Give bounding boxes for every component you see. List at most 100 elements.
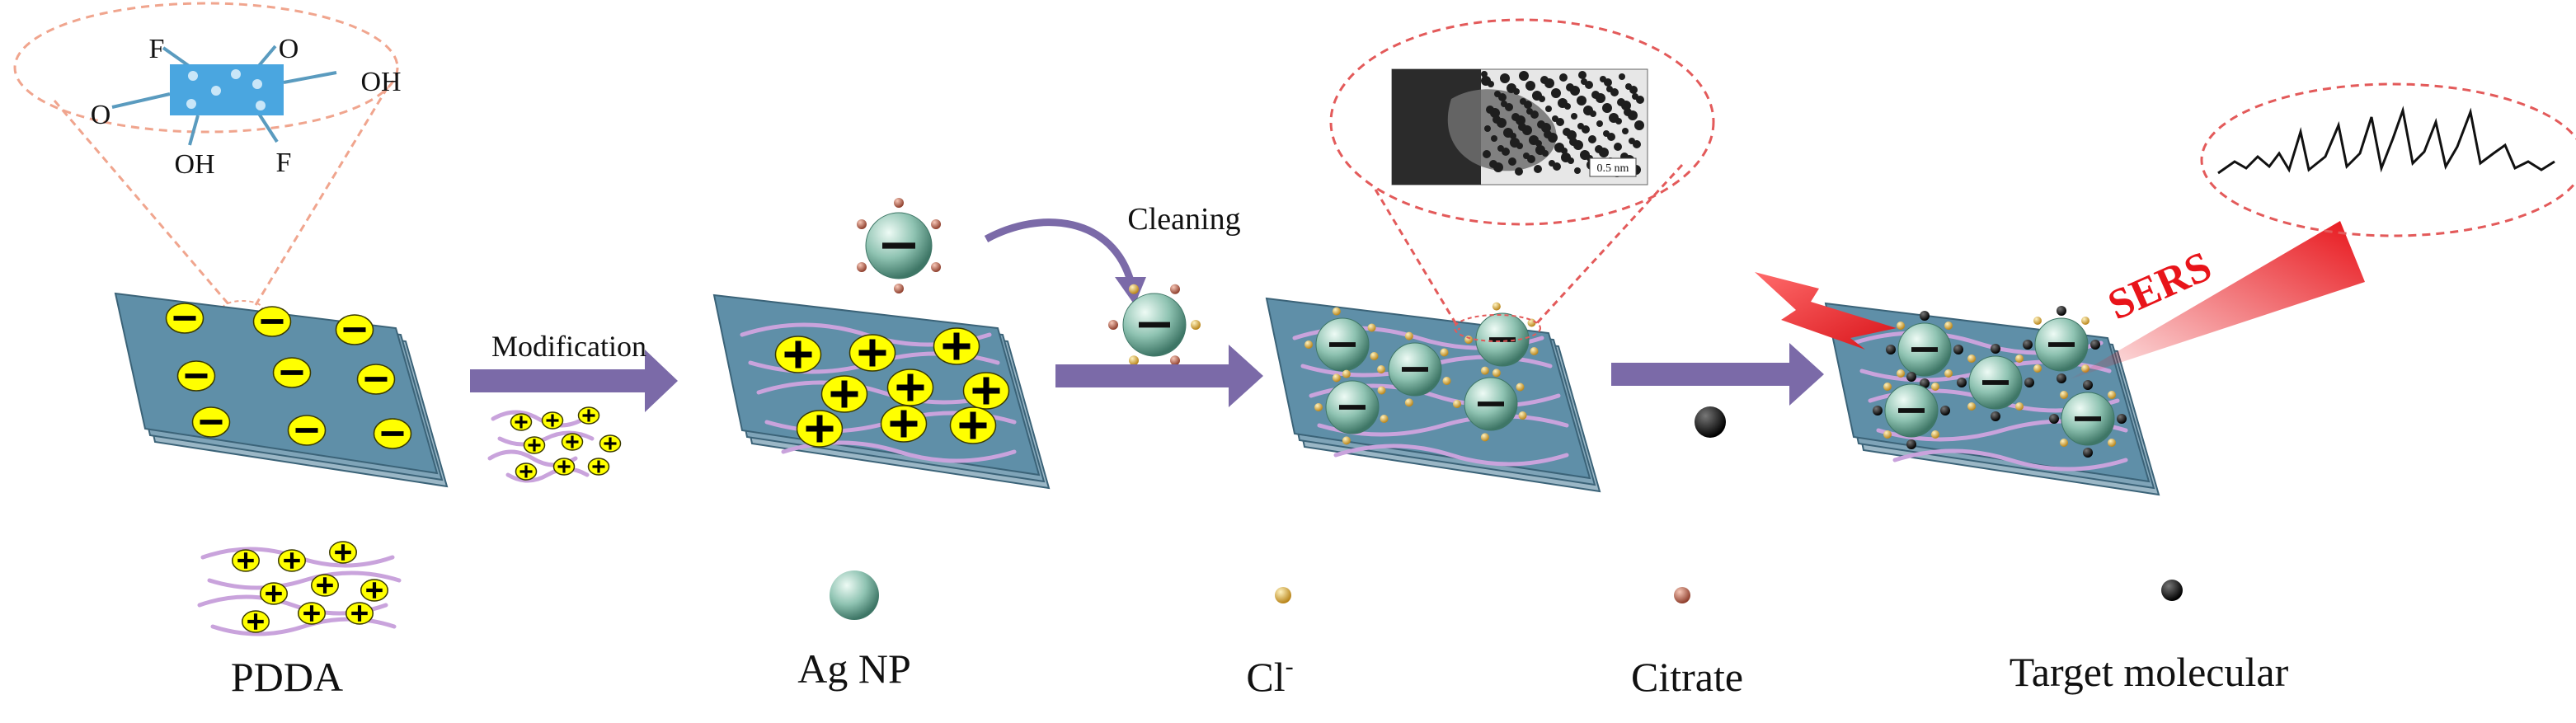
pdda-chain <box>505 467 590 483</box>
tem-particle <box>1518 123 1526 131</box>
negative-charge <box>287 415 327 446</box>
tem-particle <box>1622 128 1629 134</box>
positive-charge <box>820 375 868 413</box>
tem-particle <box>1591 91 1600 99</box>
tem-particle <box>1515 167 1523 176</box>
agnp-citrate <box>856 198 942 293</box>
tem-particle <box>1632 93 1638 100</box>
legend-target-label: Target molecular <box>2010 649 2289 695</box>
tem-scale-label: 0.5 nm <box>1597 162 1629 175</box>
tem-particle <box>1551 88 1561 98</box>
target-molecule-incoming <box>1695 406 1726 438</box>
tem-particle <box>1619 73 1625 80</box>
arrow-modification: Modification <box>470 330 678 483</box>
sheet-pdda <box>712 293 1051 490</box>
tem-particle <box>1606 86 1613 92</box>
tem-particle <box>1529 135 1539 145</box>
tem-particle <box>1552 115 1558 122</box>
tem-particle <box>1634 120 1644 130</box>
legend-pdda-label: PDDA <box>231 654 343 700</box>
label-oh-right: OH <box>360 67 401 97</box>
tem-particle <box>1507 83 1516 93</box>
tem-particle <box>1625 83 1632 90</box>
positive-charge <box>886 369 934 406</box>
label-o-top: O <box>279 34 299 64</box>
tem-particle <box>1577 96 1586 106</box>
tem-particle <box>1537 120 1545 129</box>
legend-cl-icon <box>1275 587 1291 603</box>
agnp-assembled <box>1453 366 1527 442</box>
negative-charge <box>272 357 312 388</box>
tem-particle <box>1574 167 1581 174</box>
positive-charge <box>599 434 622 453</box>
arrow-2-icon <box>1055 345 1263 407</box>
tem-particle <box>1580 150 1590 160</box>
legend-agnp-icon <box>830 570 879 620</box>
callout-line-right <box>254 87 389 306</box>
positive-charge <box>510 413 533 431</box>
tem-particle <box>1561 153 1571 162</box>
spectrum-callout <box>2200 82 2576 237</box>
sheet-agnp <box>1265 297 1601 493</box>
sheet-mxene <box>114 292 449 488</box>
positive-charge <box>346 602 374 625</box>
positive-charge <box>774 336 822 373</box>
negative-charge <box>373 418 412 449</box>
agnp-assembled <box>1314 369 1389 445</box>
tem-particle <box>1566 83 1574 92</box>
legend-agnp-label: Ag NP <box>797 646 911 692</box>
tem-particle <box>1497 145 1504 152</box>
legend-citrate-icon <box>1674 587 1690 603</box>
tem-particle <box>1534 165 1542 173</box>
tem-particle <box>1491 135 1497 142</box>
negative-charge <box>165 303 204 334</box>
legend-cl-label: Cl- <box>1246 653 1293 700</box>
positive-charge <box>298 602 326 625</box>
agnp-chloride <box>1108 284 1201 366</box>
spectrum-ellipse <box>2200 82 2576 237</box>
tem-image: 0.5 nm <box>1391 68 1648 185</box>
legend-target-icon <box>2161 580 2183 601</box>
tem-particle <box>1595 145 1603 153</box>
tem-particle <box>1617 98 1625 106</box>
tem-callout-ellipse <box>1329 18 1715 226</box>
positive-charge <box>962 372 1010 410</box>
tem-particle <box>1510 138 1520 148</box>
tem-particle <box>1545 106 1552 112</box>
tem-particle <box>1520 98 1526 105</box>
positive-charge <box>278 549 306 572</box>
label-f-bottom: F <box>276 148 292 178</box>
negative-charge <box>252 306 292 337</box>
laser-beam <box>2070 221 2365 379</box>
sers-spectrum <box>2217 106 2555 175</box>
agnp-with-target <box>2023 306 2100 383</box>
tem-particle <box>1523 153 1530 159</box>
tem-particle <box>1494 91 1501 97</box>
legend-pdda-icon <box>197 541 402 636</box>
tem-particle <box>1500 73 1510 83</box>
callout-line-left <box>53 100 231 306</box>
positive-charge <box>232 549 260 572</box>
agnp-assembled <box>1464 302 1539 378</box>
tem-particle <box>1554 143 1564 153</box>
tem-particle <box>1624 108 1632 116</box>
tem-particle <box>1481 76 1491 86</box>
label-o-left: O <box>91 100 111 130</box>
tem-particle <box>1596 120 1603 127</box>
tem-particle <box>1588 135 1596 143</box>
positive-charge <box>561 433 584 451</box>
positive-charge <box>933 327 980 365</box>
pdda-chain <box>1333 444 1569 467</box>
legend: PDDA Ag NP Cl- Citrate Target molecular <box>197 541 2289 700</box>
pdda-chain <box>497 430 595 447</box>
positive-charge <box>515 462 538 481</box>
positive-charge <box>552 458 576 476</box>
tem-particle <box>1614 143 1622 151</box>
tem-particle <box>1602 103 1612 113</box>
tem-particle <box>1583 106 1593 115</box>
agnp-assembled <box>1304 307 1379 383</box>
pdda-chain <box>491 410 586 428</box>
step-modification-label: Modification <box>491 330 646 363</box>
tem-particle <box>1526 108 1533 115</box>
positive-charge <box>577 406 600 425</box>
